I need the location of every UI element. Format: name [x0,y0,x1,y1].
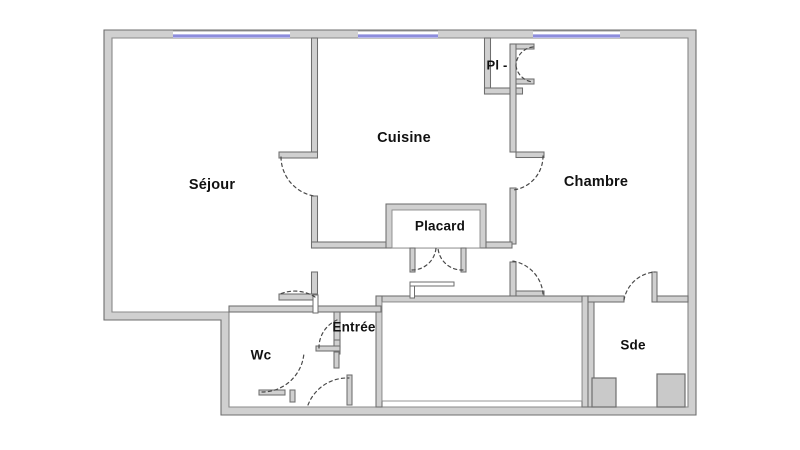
wall-central-room-left [375,295,383,408]
wall-duct-stub-horizontal [409,281,455,287]
door-swing-placard-left [411,247,437,271]
door-swing-placard-right [437,247,464,271]
wall-entree-head-left [278,293,319,301]
sde-fixture-right [656,373,686,408]
wall-sejour-cuisine-lower [310,195,319,249]
door-swing-chambre [512,155,544,191]
door-swing-sejour [280,156,315,197]
room-label-pl: Pl - [486,57,508,73]
room-label-sejour: Séjour [188,177,236,193]
wall-chambre-door-head [515,151,545,159]
windows-group [173,30,620,38]
door-swings-group [261,46,656,406]
room-label-placard: Placard [414,218,466,234]
placard-jamb-left [409,247,416,273]
door-swing-pl-upper [515,46,534,67]
wc-door-jamb-left [258,389,286,396]
outer-wall-group [103,29,697,416]
window-cuisine [358,30,438,38]
door-swing-wc-bottom [261,351,305,393]
wall-wc-top [228,305,382,313]
door-swing-entree-bottom [307,377,350,406]
door-swing-sde [623,271,656,301]
wall-cuisine-chambre-lower [509,187,517,245]
wall-sejour-door-head [278,151,319,159]
door-swing-entree-upper [279,290,316,298]
wall-sejour-cuisine-upper [310,37,319,153]
wall-cuisine-chambre [509,43,517,153]
outer-wall-inner-line [111,37,689,408]
entree-door-jamb [346,374,353,406]
sde-fixtures-group [591,373,686,408]
room-label-entree: Entrée [332,319,376,335]
door-swing-hall-chambre [511,260,544,295]
wall-pl-bottom [483,87,524,95]
window-chambre [533,30,620,38]
wall-cuisine-south [310,241,388,249]
wc-inner-door-jamb [333,351,340,369]
wall-sde-door-jamb [651,271,658,303]
room-label-wc: Wc [250,347,272,363]
wall-central-room-right [581,295,589,408]
wall-sejour-south-vertical [310,271,319,295]
interior-walls-group [228,37,689,408]
wall-hall-chambre-lower2 [509,261,517,297]
wc-door-jamb-right [289,389,296,403]
room-label-sde: Sde [620,337,646,353]
placard-jamb-right [460,247,467,273]
wall-entree-east [312,294,319,314]
window-sejour [173,30,290,38]
room-label-cuisine: Cuisine [377,130,431,146]
room-label-chambre: Chambre [563,174,629,190]
wall-central-room-top [375,295,589,303]
wall-central-room-inner [381,301,583,402]
wall-entree-step [315,345,341,352]
door-swing-pl-lower [515,65,534,83]
wall-sde-top-left-seg [587,295,625,303]
wall-placard-east [485,241,513,249]
wall-placard-interior [391,209,481,249]
door-swing-entree-inner [318,319,338,349]
sde-fixture-left [591,377,617,408]
wall-sde-top-right-seg [656,295,689,303]
